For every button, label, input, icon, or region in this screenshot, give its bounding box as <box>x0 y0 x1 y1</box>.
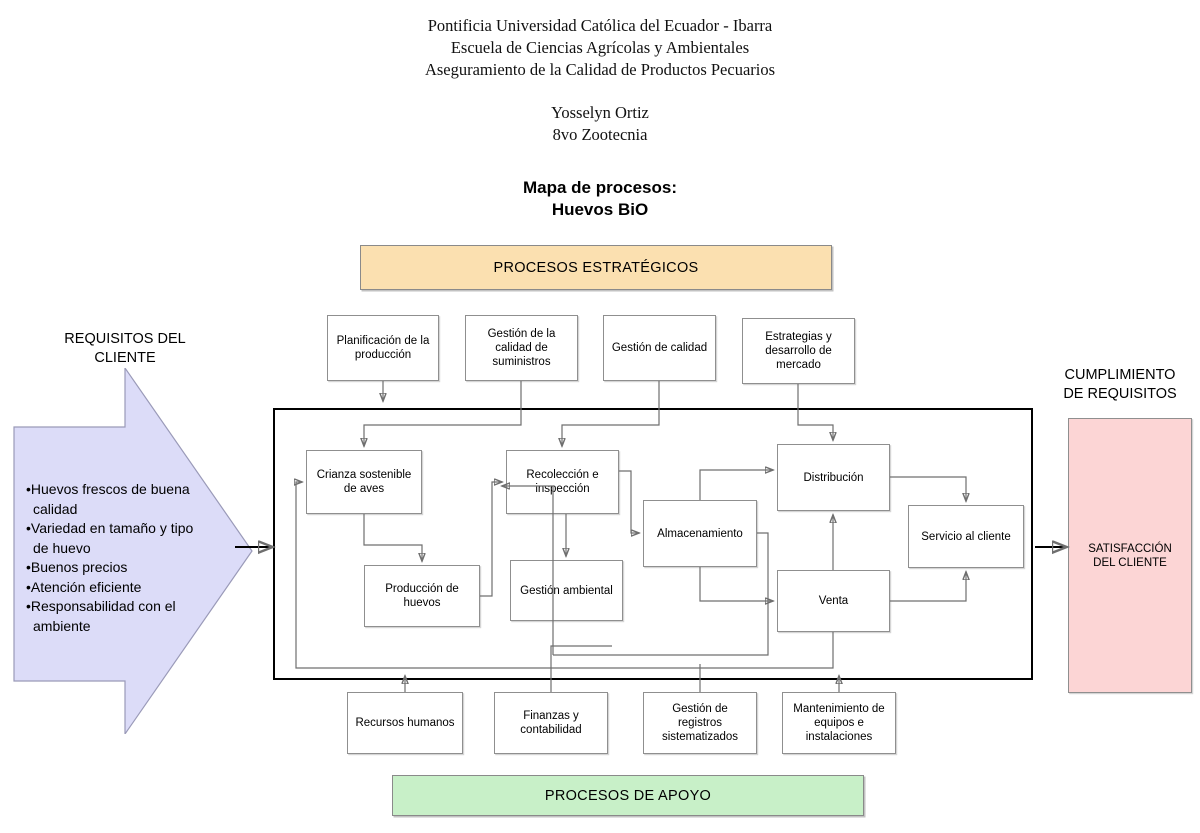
author-name: Yosselyn Ortiz <box>551 103 649 122</box>
support-box-recursos-humanos[interactable]: Recursos humanos <box>347 692 463 754</box>
strategic-box-gestion-calidad[interactable]: Gestión de calidad <box>603 315 716 381</box>
list-item: •Atención eficiente <box>26 578 142 595</box>
institution-line-3: Aseguramiento de la Calidad de Productos… <box>424 60 776 79</box>
page-title-line-1: Mapa de procesos: <box>523 178 677 197</box>
strategic-box-estrategias-mercado[interactable]: Estrategias y desarrollo de mercado <box>742 318 855 384</box>
list-item: •Huevos frescos de buena calidad <box>26 481 190 517</box>
core-box-venta[interactable]: Venta <box>777 570 890 632</box>
banner-strategic-processes: PROCESOS ESTRATÉGICOS <box>360 245 832 290</box>
strategic-box-calidad-suministros[interactable]: Gestión de la calidad de suministros <box>465 315 578 381</box>
institution-line-1: Pontificia Universidad Católica del Ecua… <box>427 16 773 35</box>
core-box-distribucion[interactable]: Distribución <box>777 444 890 511</box>
requirements-label: REQUISITOS DEL CLIENTE <box>0 330 250 368</box>
outcome-label-line-2: DE REQUISITOS <box>1063 386 1177 402</box>
support-box-registros[interactable]: Gestión de registros sistematizados <box>643 692 757 754</box>
outcome-label-line-1: CUMPLIMIENTO <box>1064 367 1176 383</box>
satisfaction-line-2: DEL CLIENTE <box>1093 556 1167 569</box>
core-box-produccion-huevos[interactable]: Producción de huevos <box>364 565 480 627</box>
support-box-mantenimiento[interactable]: Mantenimiento de equipos e instalaciones <box>782 692 896 754</box>
core-box-crianza[interactable]: Crianza sostenible de aves <box>306 450 422 514</box>
course-name: 8vo Zootecnia <box>552 125 648 144</box>
core-box-gestion-ambiental[interactable]: Gestión ambiental <box>510 560 623 621</box>
list-item: •Variedad en tamaño y tipo de huevo <box>26 520 194 556</box>
strategic-box-planificacion[interactable]: Planificación de la producción <box>327 315 439 381</box>
institution-line-2: Escuela de Ciencias Agrícolas y Ambienta… <box>450 38 750 57</box>
requirements-label-line-2: CLIENTE <box>94 350 156 366</box>
core-box-recoleccion[interactable]: Recolección e inspección <box>506 450 619 514</box>
list-item: •Responsabilidad con el ambiente <box>26 598 176 634</box>
core-box-almacenamiento[interactable]: Almacenamiento <box>643 500 757 567</box>
requirements-list: •Huevos frescos de buena calidad •Varied… <box>26 480 204 636</box>
core-box-servicio-cliente[interactable]: Servicio al cliente <box>908 505 1024 568</box>
satisfaction-panel[interactable]: SATISFACCIÓN DEL CLIENTE <box>1068 418 1192 693</box>
list-item: •Buenos precios <box>26 559 128 575</box>
requirements-arrow-shape <box>12 368 264 734</box>
banner-support-processes: PROCESOS DE APOYO <box>392 775 864 816</box>
page-title-line-2: Huevos BiO <box>551 200 649 219</box>
outcome-label: CUMPLIMIENTO DE REQUISITOS <box>1040 366 1200 404</box>
satisfaction-line-1: SATISFACCIÓN <box>1088 542 1172 555</box>
support-box-finanzas[interactable]: Finanzas y contabilidad <box>494 692 608 754</box>
requirements-label-line-1: REQUISITOS DEL <box>64 331 186 347</box>
